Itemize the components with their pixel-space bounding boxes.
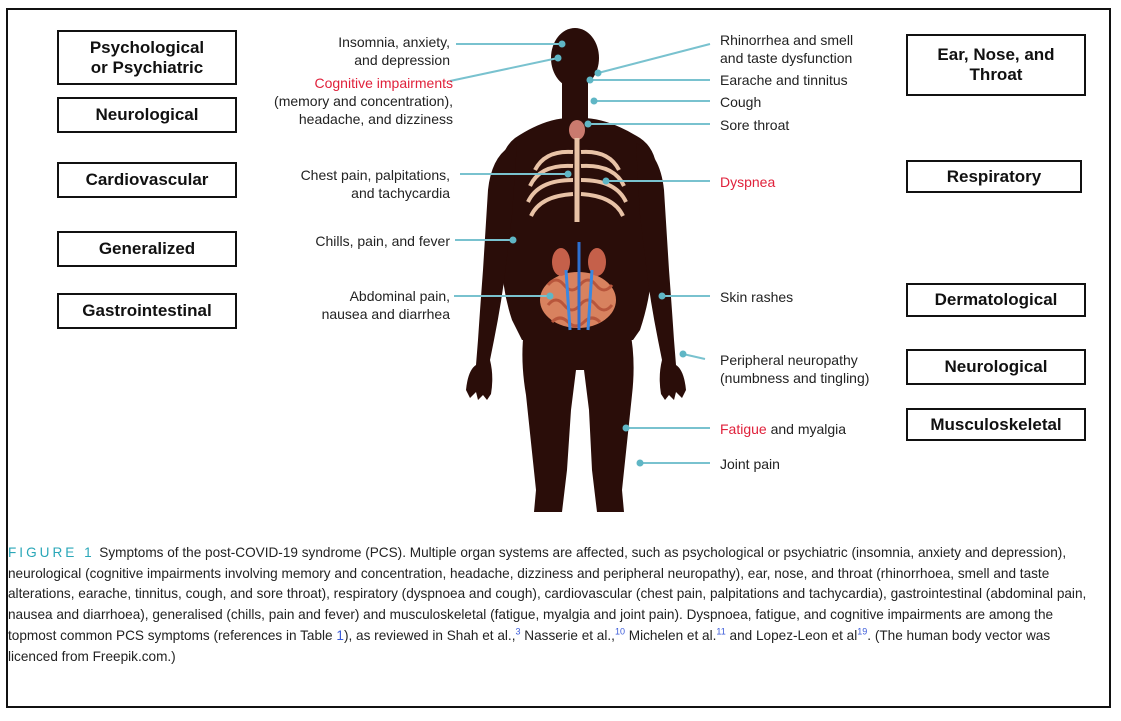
symptom-fatigue-highlight: Fatigue <box>720 421 767 437</box>
symptom-cognitive-highlight: Cognitive impairments <box>315 75 454 91</box>
symptom-insomnia: Insomnia, anxiety, and depression <box>250 33 450 69</box>
citation-link-michelen[interactable]: 11 <box>716 626 725 636</box>
table-reference-link[interactable]: 1 <box>336 628 344 643</box>
symptom-cognitive: Cognitive impairments (memory and concent… <box>228 74 453 128</box>
symptom-fatigue-detail: and myalgia <box>767 421 846 437</box>
symptom-chills: Chills, pain, and fever <box>250 232 450 250</box>
symptom-sore-throat: Sore throat <box>720 116 900 134</box>
symptom-earache: Earache and tinnitus <box>720 71 900 89</box>
symptom-cognitive-detail: (memory and concentration), headache, an… <box>274 93 453 127</box>
leader-rhinorrhea <box>598 44 710 73</box>
symptom-dyspnea: Dyspnea <box>720 173 900 191</box>
system-box-ear-nose-throat: Ear, Nose, and Throat <box>906 34 1086 96</box>
symptom-fatigue: Fatigue and myalgia <box>720 420 900 438</box>
symptom-cough: Cough <box>720 93 900 111</box>
figure-caption: FIGURE 1 Symptoms of the post-COVID-19 s… <box>8 543 1098 667</box>
citation-link-lopez-leon[interactable]: 19 <box>857 626 867 636</box>
figure-label: FIGURE 1 <box>8 545 92 560</box>
system-box-cardiovascular: Cardiovascular <box>57 162 237 198</box>
symptom-peripheral-neuropathy: Peripheral neuropathy (numbness and ting… <box>720 351 905 387</box>
system-box-neurological-right: Neurological <box>906 349 1086 385</box>
symptom-rhinorrhea: Rhinorrhea and smell and taste dysfuncti… <box>720 31 900 67</box>
system-box-generalized: Generalized <box>57 231 237 267</box>
system-box-neurological-left: Neurological <box>57 97 237 133</box>
system-box-gastrointestinal: Gastrointestinal <box>57 293 237 329</box>
system-box-psychological: Psychological or Psychiatric <box>57 30 237 85</box>
citation-link-nasserie[interactable]: 10 <box>615 626 625 636</box>
leader-cognitive <box>450 58 558 81</box>
symptom-abdominal: Abdominal pain, nausea and diarrhea <box>250 287 450 323</box>
symptom-skin-rashes: Skin rashes <box>720 288 900 306</box>
symptom-joint-pain: Joint pain <box>720 455 900 473</box>
thyroid-organ <box>569 120 585 140</box>
system-box-respiratory: Respiratory <box>906 160 1082 193</box>
system-box-dermatological: Dermatological <box>906 283 1086 317</box>
system-box-musculoskeletal: Musculoskeletal <box>906 408 1086 441</box>
symptom-chest: Chest pain, palpitations, and tachycardi… <box>250 166 450 202</box>
